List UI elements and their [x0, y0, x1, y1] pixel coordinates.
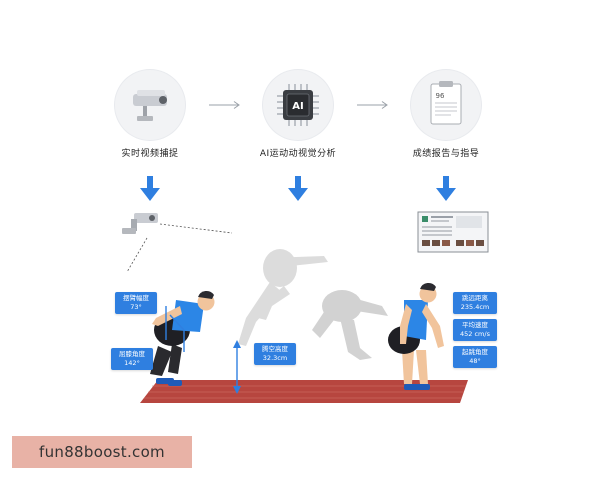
step-analysis-label: AI运动动视觉分析 — [259, 149, 337, 159]
report-monitor-icon — [417, 211, 489, 253]
tag-jump-distance-value: 235.4cm — [460, 303, 490, 311]
step-ai-circle: AI — [263, 70, 333, 140]
tag-takeoff-angle-value: 48° — [469, 357, 481, 365]
tag-flight-height-label: 腾空高度 — [262, 345, 288, 353]
tag-flight-height: 腾空高度 32.3cm — [254, 343, 296, 365]
tag-trunk-angle: 摆臂幅度 73° — [115, 292, 157, 314]
report-score-text: 96 — [436, 92, 445, 100]
running-track — [140, 380, 468, 403]
ai-chip-text: AI — [292, 101, 303, 112]
athlete-landing — [388, 282, 444, 390]
flow-arrow-2 — [357, 101, 388, 109]
tag-knee-angle: 屈膝角度 142° — [111, 348, 153, 370]
tag-trunk-angle-value: 73° — [130, 303, 142, 311]
athlete-ghost-rising — [238, 249, 328, 346]
athlete-ghost-tuck — [312, 290, 388, 360]
tag-avg-speed: 平均速度 452 cm/s — [453, 319, 497, 341]
tag-jump-distance: 跳远距离 235.4cm — [453, 292, 497, 314]
athlete-crouch — [150, 290, 215, 386]
tag-knee-angle-value: 142° — [124, 359, 140, 367]
down-arrow-3 — [436, 176, 456, 201]
security-camera-icon — [133, 90, 167, 121]
report-document-icon: 96 — [430, 81, 462, 125]
tag-avg-speed-label: 平均速度 — [462, 321, 488, 329]
tag-jump-distance-label: 跳远距离 — [462, 294, 488, 302]
tag-avg-speed-value: 452 cm/s — [460, 330, 490, 338]
watermark-banner: fun88boost.com — [12, 436, 192, 468]
down-arrow-2 — [288, 176, 308, 201]
tag-flight-height-value: 32.3cm — [262, 354, 288, 362]
step-report-label: 成绩报告与指导 — [412, 149, 480, 159]
step-camera-circle — [115, 70, 185, 140]
tag-takeoff-angle: 起跳角度 48° — [453, 346, 497, 368]
ai-chip-icon: AI — [277, 84, 319, 126]
view-line-bottom — [126, 237, 148, 273]
step-capture-label: 实时视频捕捉 — [121, 149, 179, 159]
tag-takeoff-angle-label: 起跳角度 — [462, 348, 488, 356]
flow-arrow-1 — [209, 101, 240, 109]
step-report-circle: 96 — [411, 70, 481, 140]
tag-knee-angle-label: 屈膝角度 — [119, 350, 145, 358]
scene-camera-icon — [122, 213, 158, 234]
tag-trunk-angle-label: 摆臂幅度 — [123, 294, 149, 302]
down-arrow-1 — [140, 176, 160, 201]
view-line-top — [159, 223, 233, 234]
